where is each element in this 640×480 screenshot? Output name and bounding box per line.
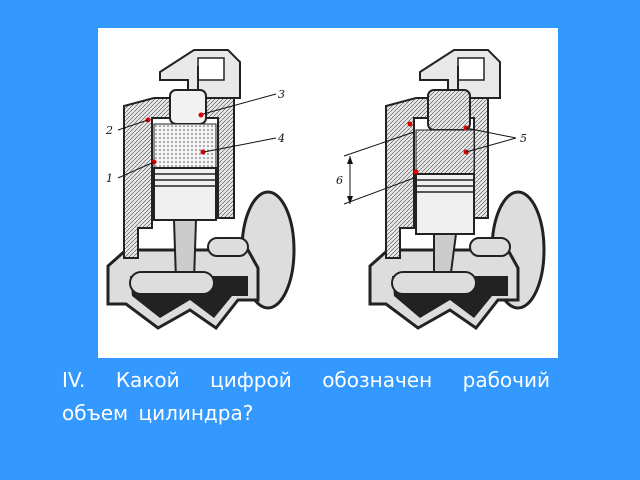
right-marker-wall [413, 169, 419, 175]
left-piston [153, 167, 217, 221]
question-text: IV. Какой цифрой обозначен рабочий объем… [62, 364, 550, 430]
question-word: IV. [62, 368, 86, 392]
left-label-1: 1 [106, 172, 113, 185]
right-combustion-chamber [427, 89, 471, 131]
engine-diagram: 3 4 2 1 [105, 49, 546, 331]
right-label-6: 6 [336, 174, 343, 187]
right-marker-wall-top [407, 121, 413, 127]
right-engine: 5 6 [336, 49, 546, 331]
right-label-5: 5 [520, 132, 527, 145]
left-marker-volume [200, 149, 206, 155]
right-piston [415, 173, 475, 235]
left-label-4: 4 [277, 132, 285, 145]
question-word: Какой [115, 368, 180, 392]
question-word: цифрой [210, 368, 292, 392]
question-line-1: IV. Какой цифрой обозначен рабочий [62, 364, 550, 397]
left-marker-chamber [198, 112, 204, 118]
question-word: обозначен [322, 368, 433, 392]
engine-cross-section-figure: 3 4 2 1 [98, 28, 558, 358]
left-combustion-chamber [169, 89, 207, 125]
left-engine: 3 4 2 1 [105, 49, 296, 331]
question-word: рабочий [462, 368, 550, 392]
left-label-2: 2 [105, 124, 113, 137]
left-working-volume [153, 123, 217, 169]
question-line-2: объем цилиндра? [62, 401, 254, 425]
left-label-3: 3 [278, 88, 285, 101]
